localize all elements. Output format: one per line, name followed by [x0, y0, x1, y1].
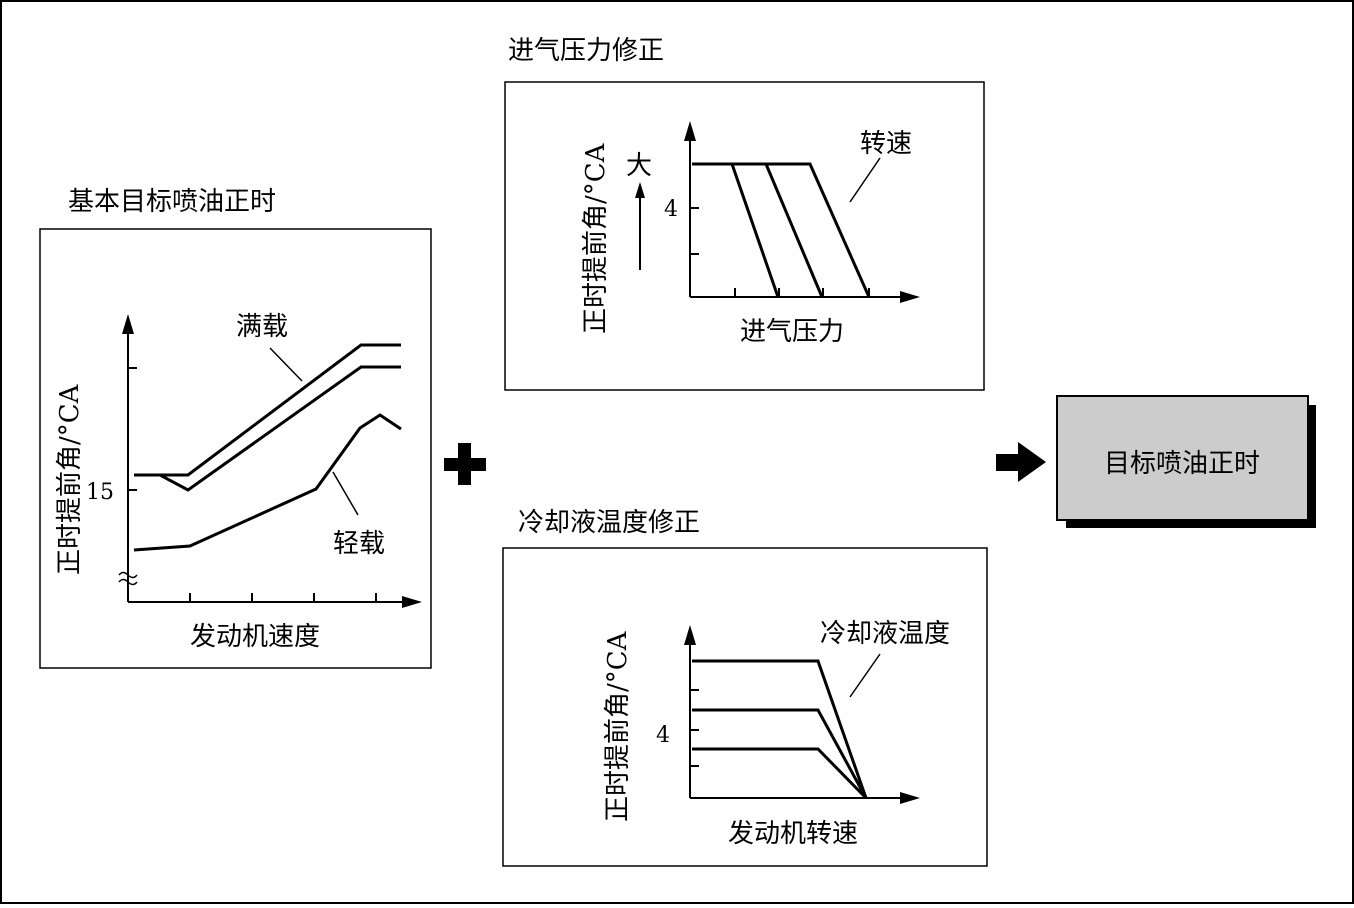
coolant-y-label: 正时提前角/°CA	[603, 630, 633, 822]
base-y-arrowhead	[122, 314, 134, 334]
base-full-load-label: 满载	[236, 312, 288, 342]
base-light-leader	[332, 471, 359, 516]
up-arrow-icon	[635, 182, 645, 198]
base-panel-title: 基本目标喷油正时	[68, 187, 276, 217]
coolant-temp-panel: 冷却液温度修正 4 冷却液温度 发动机转速 正时提前角/°CA	[502, 508, 988, 867]
base-x-arrowhead	[402, 596, 422, 608]
coolant-curve-low	[692, 747, 868, 800]
right-arrow-head	[1018, 442, 1046, 482]
intake-curve-leader	[849, 157, 881, 203]
result-label: 目标喷油正时	[1104, 449, 1260, 479]
intake-curve-mid	[764, 163, 824, 298]
intake-x-label: 进气压力	[740, 317, 844, 347]
base-axis-break-lower	[118, 578, 138, 586]
plus-operator	[444, 443, 486, 485]
intake-y-arrowhead	[684, 121, 696, 141]
intake-curve-low	[730, 163, 780, 298]
intake-direction-label: 大	[626, 151, 652, 181]
plus-vertical-bar	[458, 443, 471, 485]
intake-y-tick-label: 4	[664, 197, 678, 222]
coolant-panel-title: 冷却液温度修正	[518, 508, 700, 538]
coolant-curve-mid	[692, 708, 868, 799]
base-light-load-label: 轻载	[333, 529, 385, 559]
intake-pressure-panel: 进气压力修正 4 转速 大 进气压力 正时提前角/°CA	[504, 36, 985, 391]
base-curve-full-lower	[134, 365, 401, 492]
coolant-curve-label: 冷却液温度	[820, 619, 950, 649]
base-panel-frame	[39, 228, 432, 669]
coolant-curve-high	[692, 659, 868, 799]
intake-curve-high	[692, 162, 871, 298]
coolant-y-arrowhead	[684, 625, 696, 645]
intake-x-arrowhead	[900, 291, 920, 303]
base-timing-panel: 基本目标喷油正时 15 满载 轻载 发动机速度 正时提前角/°CA	[39, 187, 432, 669]
result-box-face	[1056, 395, 1309, 521]
right-arrow-shaft	[996, 454, 1020, 471]
coolant-x-label: 发动机转速	[728, 819, 858, 849]
base-axis-break-upper	[118, 571, 138, 579]
base-curve-light	[133, 413, 402, 552]
base-y-label: 正时提前角/°CA	[55, 383, 85, 575]
base-y-tick-label: 15	[86, 480, 114, 505]
coolant-curve-leader	[849, 653, 881, 698]
coolant-y-tick-label: 4	[656, 723, 670, 748]
intake-curve-label: 转速	[860, 129, 912, 159]
right-arrow-icon	[996, 442, 1046, 482]
intake-panel-title: 进气压力修正	[508, 36, 664, 66]
intake-y-label: 正时提前角/°CA	[581, 142, 611, 334]
base-full-leader	[269, 347, 303, 382]
intake-panel-frame	[504, 81, 985, 391]
result-box: 目标喷油正时	[1056, 395, 1316, 528]
base-x-label: 发动机速度	[190, 622, 320, 652]
coolant-x-arrowhead	[900, 792, 920, 804]
coolant-panel-frame	[502, 547, 988, 867]
